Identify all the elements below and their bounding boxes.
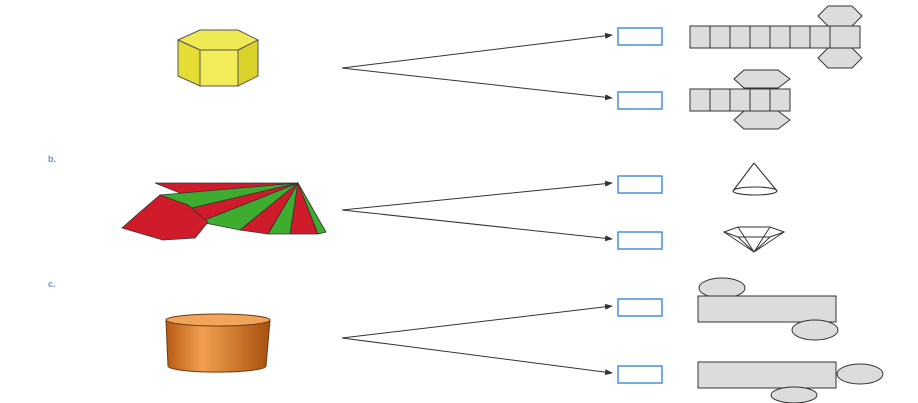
cylinder-solid (165, 313, 271, 373)
answer-checkbox-a1[interactable] (617, 27, 663, 46)
row-a-arrows (341, 32, 613, 101)
answer-checkbox-c1[interactable] (617, 298, 663, 317)
hexagonal-prism-solid (176, 29, 260, 87)
arrow-line (341, 180, 613, 211)
cylinder-net-circles-opposite (697, 277, 839, 341)
arrow-line (341, 67, 613, 101)
answer-checkbox-b2[interactable] (617, 231, 663, 250)
arrow-line (341, 209, 613, 242)
answer-checkbox-a2[interactable] (617, 91, 663, 110)
pyramid-net-solid (121, 181, 327, 241)
arrow-line (341, 303, 613, 339)
row-label-c: c. (48, 279, 56, 289)
cone-wireframe (732, 162, 778, 196)
row-b-arrows (341, 180, 613, 242)
prism-net-hexagons-in-middle (689, 69, 791, 130)
arrow-line (341, 32, 613, 69)
row-label-b: b. (48, 154, 56, 164)
pyramid-wireframe (722, 226, 786, 253)
answer-checkbox-c2[interactable] (617, 365, 663, 384)
cylinder-net-circles-right (697, 361, 884, 403)
row-c-arrows (341, 303, 613, 376)
answer-checkbox-b1[interactable] (617, 175, 663, 194)
arrow-line (341, 337, 613, 376)
prism-net-hexagons-at-end (689, 5, 863, 69)
